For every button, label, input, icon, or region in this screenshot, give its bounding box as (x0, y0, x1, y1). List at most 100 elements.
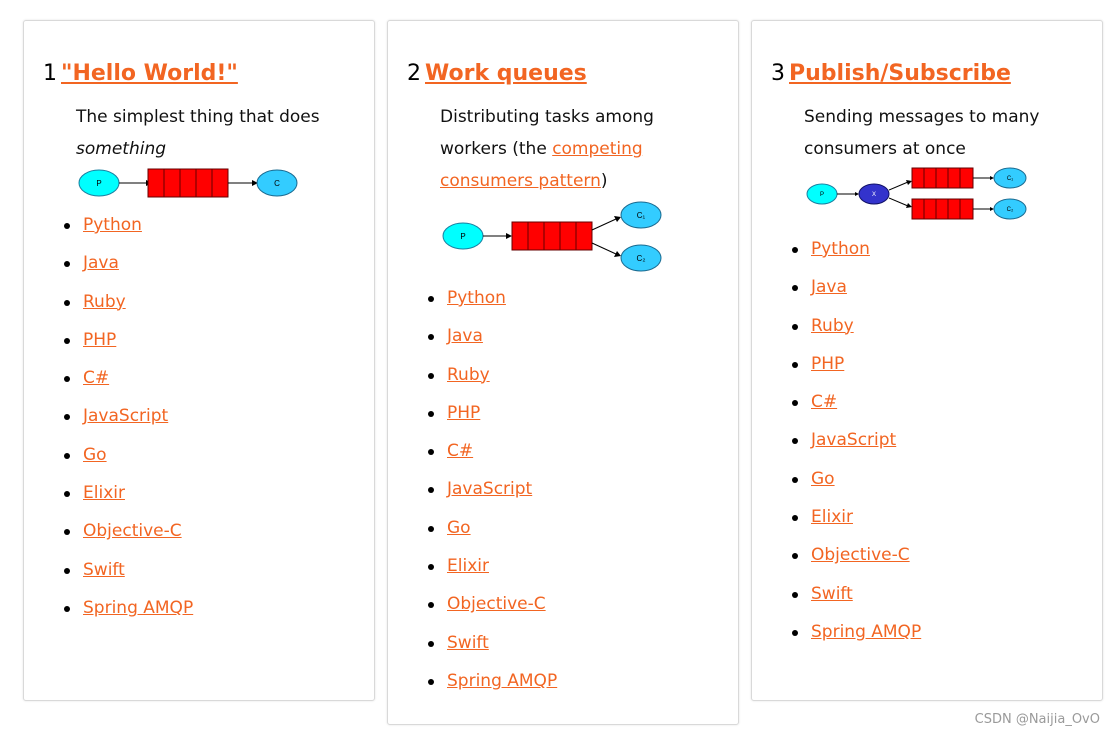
language-link[interactable]: Python (447, 288, 506, 308)
language-link[interactable]: C# (83, 368, 110, 389)
work-queues-diagram: P C₁ C₂ (442, 201, 662, 272)
language-link[interactable]: Objective-C (447, 594, 546, 615)
language-link[interactable]: Go (447, 517, 471, 538)
language-link[interactable]: JavaScript (811, 430, 897, 451)
list-item: Java (427, 325, 557, 363)
language-link[interactable]: Go (811, 468, 835, 489)
list-item: C# (63, 367, 193, 405)
title-link-hello-world[interactable]: "Hello World!" (61, 61, 238, 86)
language-link[interactable]: Java (811, 277, 847, 298)
language-link[interactable]: Java (83, 253, 119, 274)
language-link[interactable]: Elixir (447, 556, 489, 577)
watermark: CSDN @Naijia_OvO (974, 712, 1100, 727)
list-item: Objective-C (427, 593, 557, 631)
queue-icon-2 (911, 198, 974, 220)
producer-label: P (460, 232, 465, 241)
language-link[interactable]: Objective-C (811, 545, 910, 566)
consumer-label-2: C₂ (1007, 207, 1014, 213)
arrow-to-consumer-2 (591, 242, 617, 255)
list-item: Spring AMQP (427, 670, 558, 708)
language-link[interactable]: JavaScript (447, 479, 533, 500)
list-item: C# (427, 440, 557, 478)
language-link[interactable]: Python (811, 239, 870, 259)
language-link[interactable]: Ruby (811, 315, 854, 336)
language-link[interactable]: Elixir (83, 483, 125, 504)
consumer-node-2 (993, 198, 1027, 220)
list-item: PHP (63, 329, 193, 367)
title-link-work-queues[interactable]: Work queues (425, 61, 587, 86)
title-link-publish-subscribe[interactable]: Publish/Subscribe (789, 61, 1011, 86)
language-link[interactable]: Elixir (811, 507, 853, 528)
producer-label: P (96, 179, 101, 188)
tutorial-card-hello-world: 1"Hello World!" The simplest thing that … (23, 20, 375, 701)
description-text-end: ) (600, 171, 608, 191)
list-item: Objective-C (63, 520, 193, 558)
list-item: Ruby (427, 364, 557, 402)
exchange-node (858, 183, 890, 205)
arrow-head (855, 192, 859, 196)
language-link[interactable]: PHP (811, 353, 845, 374)
language-link[interactable]: Spring AMQP (447, 670, 558, 691)
arrow-head (614, 216, 621, 222)
language-link[interactable]: Swift (83, 559, 125, 580)
language-link[interactable]: Swift (811, 583, 853, 604)
list-item: C# (791, 391, 921, 429)
language-list: Python Java Ruby PHP C# JavaScript Go El… (791, 238, 922, 659)
list-item: Elixir (427, 555, 557, 593)
language-link[interactable]: PHP (447, 402, 481, 423)
language-link[interactable]: JavaScript (83, 406, 169, 427)
list-item: JavaScript (427, 478, 557, 516)
arrow-to-queue-2 (888, 197, 909, 207)
exchange-label: X (872, 192, 876, 198)
language-link[interactable]: Go (83, 444, 107, 465)
list-item: Swift (791, 583, 921, 621)
arrow-head (506, 233, 512, 239)
arrow-head (990, 176, 994, 180)
language-link[interactable]: Swift (447, 632, 489, 653)
list-item: Elixir (791, 506, 921, 544)
card-description: Sending messages to many consumers at on… (804, 101, 1054, 165)
list-item: Python (427, 287, 557, 325)
list-item: Objective-C (791, 544, 921, 582)
language-link[interactable]: C# (447, 441, 474, 462)
arrow-head (614, 251, 621, 257)
list-item: Swift (427, 632, 557, 670)
language-link[interactable]: Spring AMQP (811, 621, 922, 642)
arrow-head (252, 180, 258, 186)
consumer-label-2: C₂ (637, 254, 646, 263)
language-link[interactable]: Java (447, 326, 483, 347)
publish-subscribe-diagram: P X C₁ C₂ (806, 167, 1027, 220)
card-description: The simplest thing that does something (76, 101, 356, 165)
description-text: Distributing tasks among workers (the (440, 107, 654, 159)
list-item: Java (791, 276, 921, 314)
queue-icon-1 (911, 167, 974, 189)
language-link[interactable]: PHP (83, 329, 117, 350)
language-link[interactable]: Python (83, 215, 142, 235)
list-item: Ruby (63, 291, 193, 329)
language-link[interactable]: Objective-C (83, 521, 182, 542)
language-link[interactable]: C# (811, 392, 838, 413)
consumer-label-1: C₁ (637, 211, 646, 220)
consumer-node-1 (993, 167, 1027, 189)
consumer-label: C (274, 179, 280, 188)
list-item: Ruby (791, 315, 921, 353)
card-description: Distributing tasks among workers (the co… (440, 101, 680, 197)
language-link[interactable]: Spring AMQP (83, 597, 194, 618)
arrow-head (906, 203, 912, 208)
arrow-to-consumer-1 (591, 218, 617, 231)
list-item: Spring AMQP (63, 597, 194, 635)
arrow-head (990, 207, 994, 211)
card-title: 1"Hello World!" (43, 59, 238, 89)
description-emphasis: something (76, 139, 167, 159)
list-item: Elixir (63, 482, 193, 520)
arrow-to-queue-1 (888, 181, 909, 191)
language-link[interactable]: Ruby (83, 291, 126, 312)
language-link[interactable]: Ruby (447, 364, 490, 385)
description-text: Sending messages to many consumers at on… (804, 107, 1040, 159)
card-number: 3 (771, 61, 785, 86)
list-item: Spring AMQP (791, 621, 922, 659)
competing-consumers-link[interactable]: competing consumers pattern (440, 139, 643, 191)
consumer-node (256, 169, 298, 197)
